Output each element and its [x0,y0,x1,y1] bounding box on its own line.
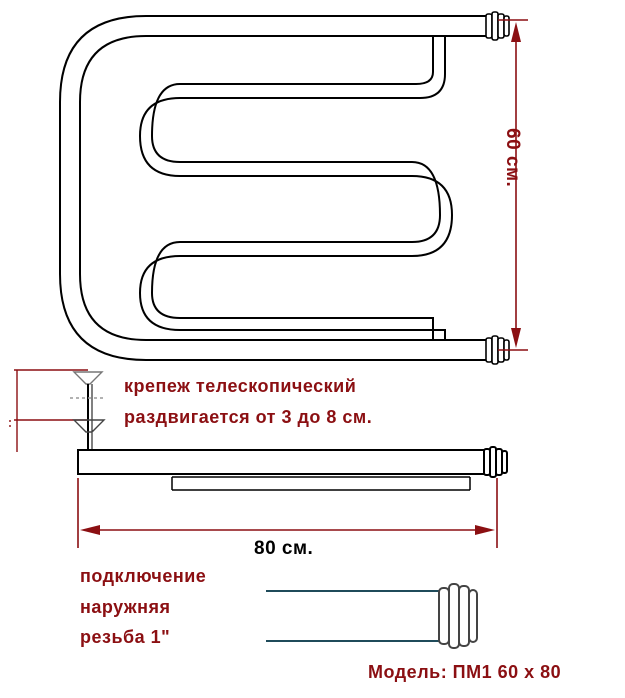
top-thread-fitting [485,11,510,41]
connection-label-line-1: подключение [80,566,207,586]
top-view-bar [77,446,508,491]
outer-frame-tube [59,15,488,361]
mount-description-line-2: раздвигается от 3 до 8 см. [124,407,373,427]
connection-label-line-3: резьба 1" [80,627,171,647]
height-dimension [498,19,528,351]
height-dimension-label: 60 см. [502,128,523,188]
width-dimension [77,478,498,548]
inner-serpentine-tube [138,36,454,340]
width-dimension-label: 80 см. [254,538,314,559]
telescopic-mount [9,369,106,455]
mount-description-line-1: крепеж телескопический [124,376,357,396]
connection-pipe [266,583,478,649]
model-label: Модель: ПМ1 60 х 80 [368,662,562,682]
connection-label-line-2: наружняя [80,597,171,617]
